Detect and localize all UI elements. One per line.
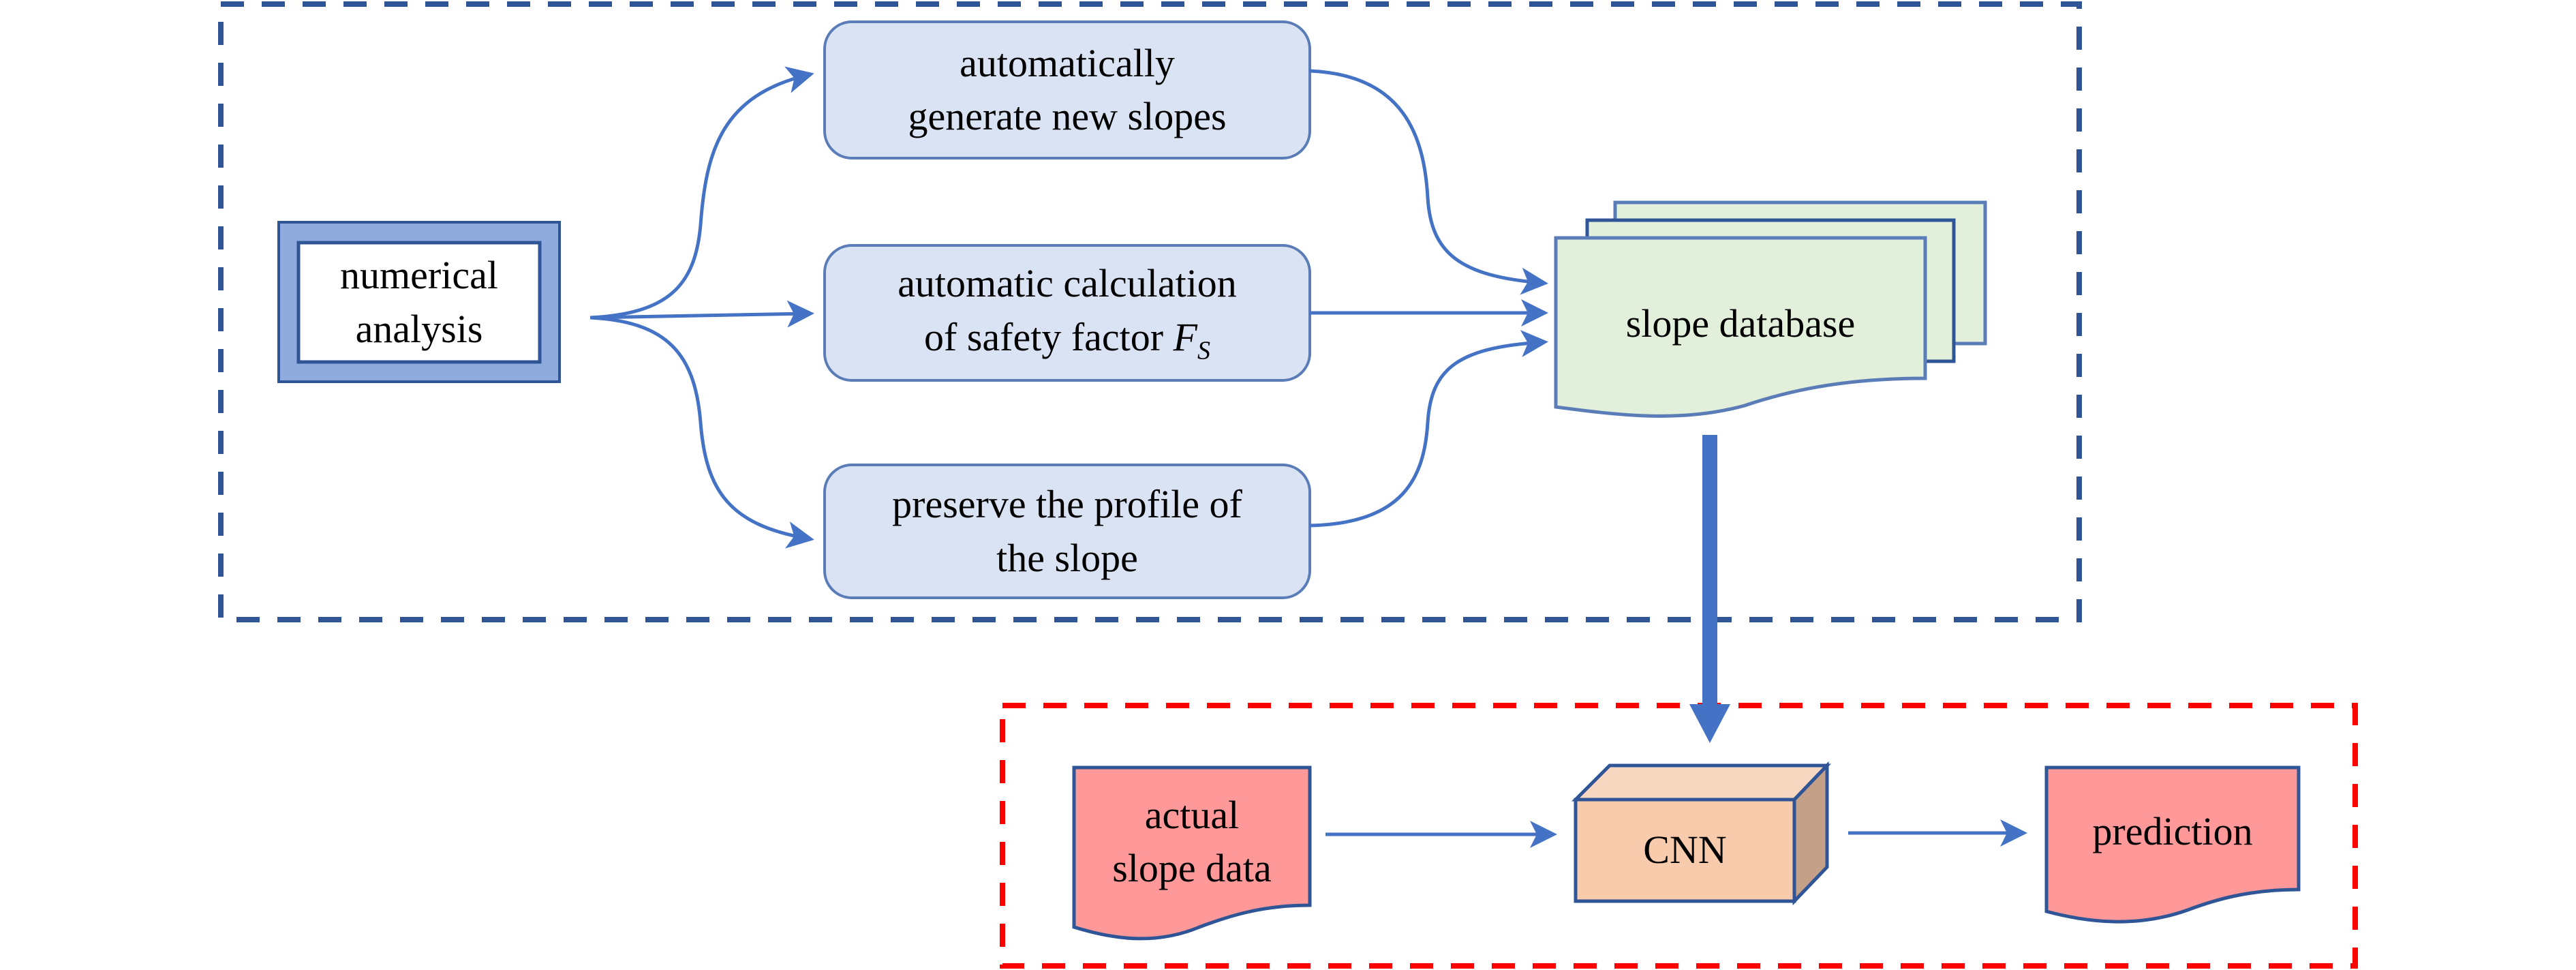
- prediction-node: [2044, 766, 2301, 924]
- slope-database-label: slope database: [1556, 273, 1925, 375]
- arrow-preserve-to-database: [1309, 330, 1548, 528]
- generation-stage-frame: [218, 1, 2082, 622]
- actual-slope-data-label: actual slope data: [1074, 777, 1310, 907]
- arrow-generate-to-database: [1309, 69, 1548, 295]
- actual-line1: actual: [1144, 792, 1240, 837]
- step-generate-line1: automatically: [960, 40, 1175, 85]
- slope-database-text: slope database: [1625, 301, 1856, 346]
- arrow-to-generate-slopes: [589, 66, 814, 320]
- cnn-text: CNN: [1643, 828, 1727, 873]
- step-preserve-profile-label: preserve the profile of the slope: [825, 465, 1310, 598]
- safety-factor-subscript: S: [1197, 336, 1210, 365]
- step-preserve-line2: the slope: [996, 535, 1138, 580]
- prediction-text: prediction: [2092, 808, 2253, 853]
- step-generate-line2: generate new slopes: [908, 94, 1227, 138]
- numerical-analysis-node: [277, 221, 561, 383]
- prediction-label: prediction: [2046, 777, 2299, 886]
- step-preserve-line1: preserve the profile of: [892, 482, 1242, 527]
- numerical-analysis-line2: analysis: [355, 306, 483, 351]
- actual-line2: slope data: [1112, 846, 1272, 890]
- actual-slope-data-node: [1072, 766, 1312, 941]
- prediction-stage-frame: [1000, 703, 2358, 969]
- step-safety-line2: of safety factor: [924, 314, 1174, 359]
- arrow-to-safety-factor: [589, 300, 814, 328]
- cnn-label: CNN: [1576, 800, 1794, 901]
- database-to-cnn-arrow: [1689, 435, 1730, 743]
- step-generate-slopes-box: [823, 20, 1311, 160]
- safety-factor-symbol: F: [1173, 314, 1197, 359]
- step-safety-line1: automatic calculation: [898, 261, 1237, 306]
- numerical-analysis-line1: numerical: [340, 253, 498, 298]
- step-preserve-profile-box: [823, 464, 1311, 599]
- step-generate-slopes-label: automatically generate new slopes: [825, 22, 1310, 158]
- step-safety-factor-label: automatic calculation of safety factor F…: [825, 245, 1310, 380]
- cnn-node: [1571, 761, 1831, 906]
- arrow-to-preserve-profile: [589, 316, 814, 549]
- slope-database-node: [1554, 200, 1987, 418]
- numerical-analysis-label: numerical analysis: [298, 243, 540, 362]
